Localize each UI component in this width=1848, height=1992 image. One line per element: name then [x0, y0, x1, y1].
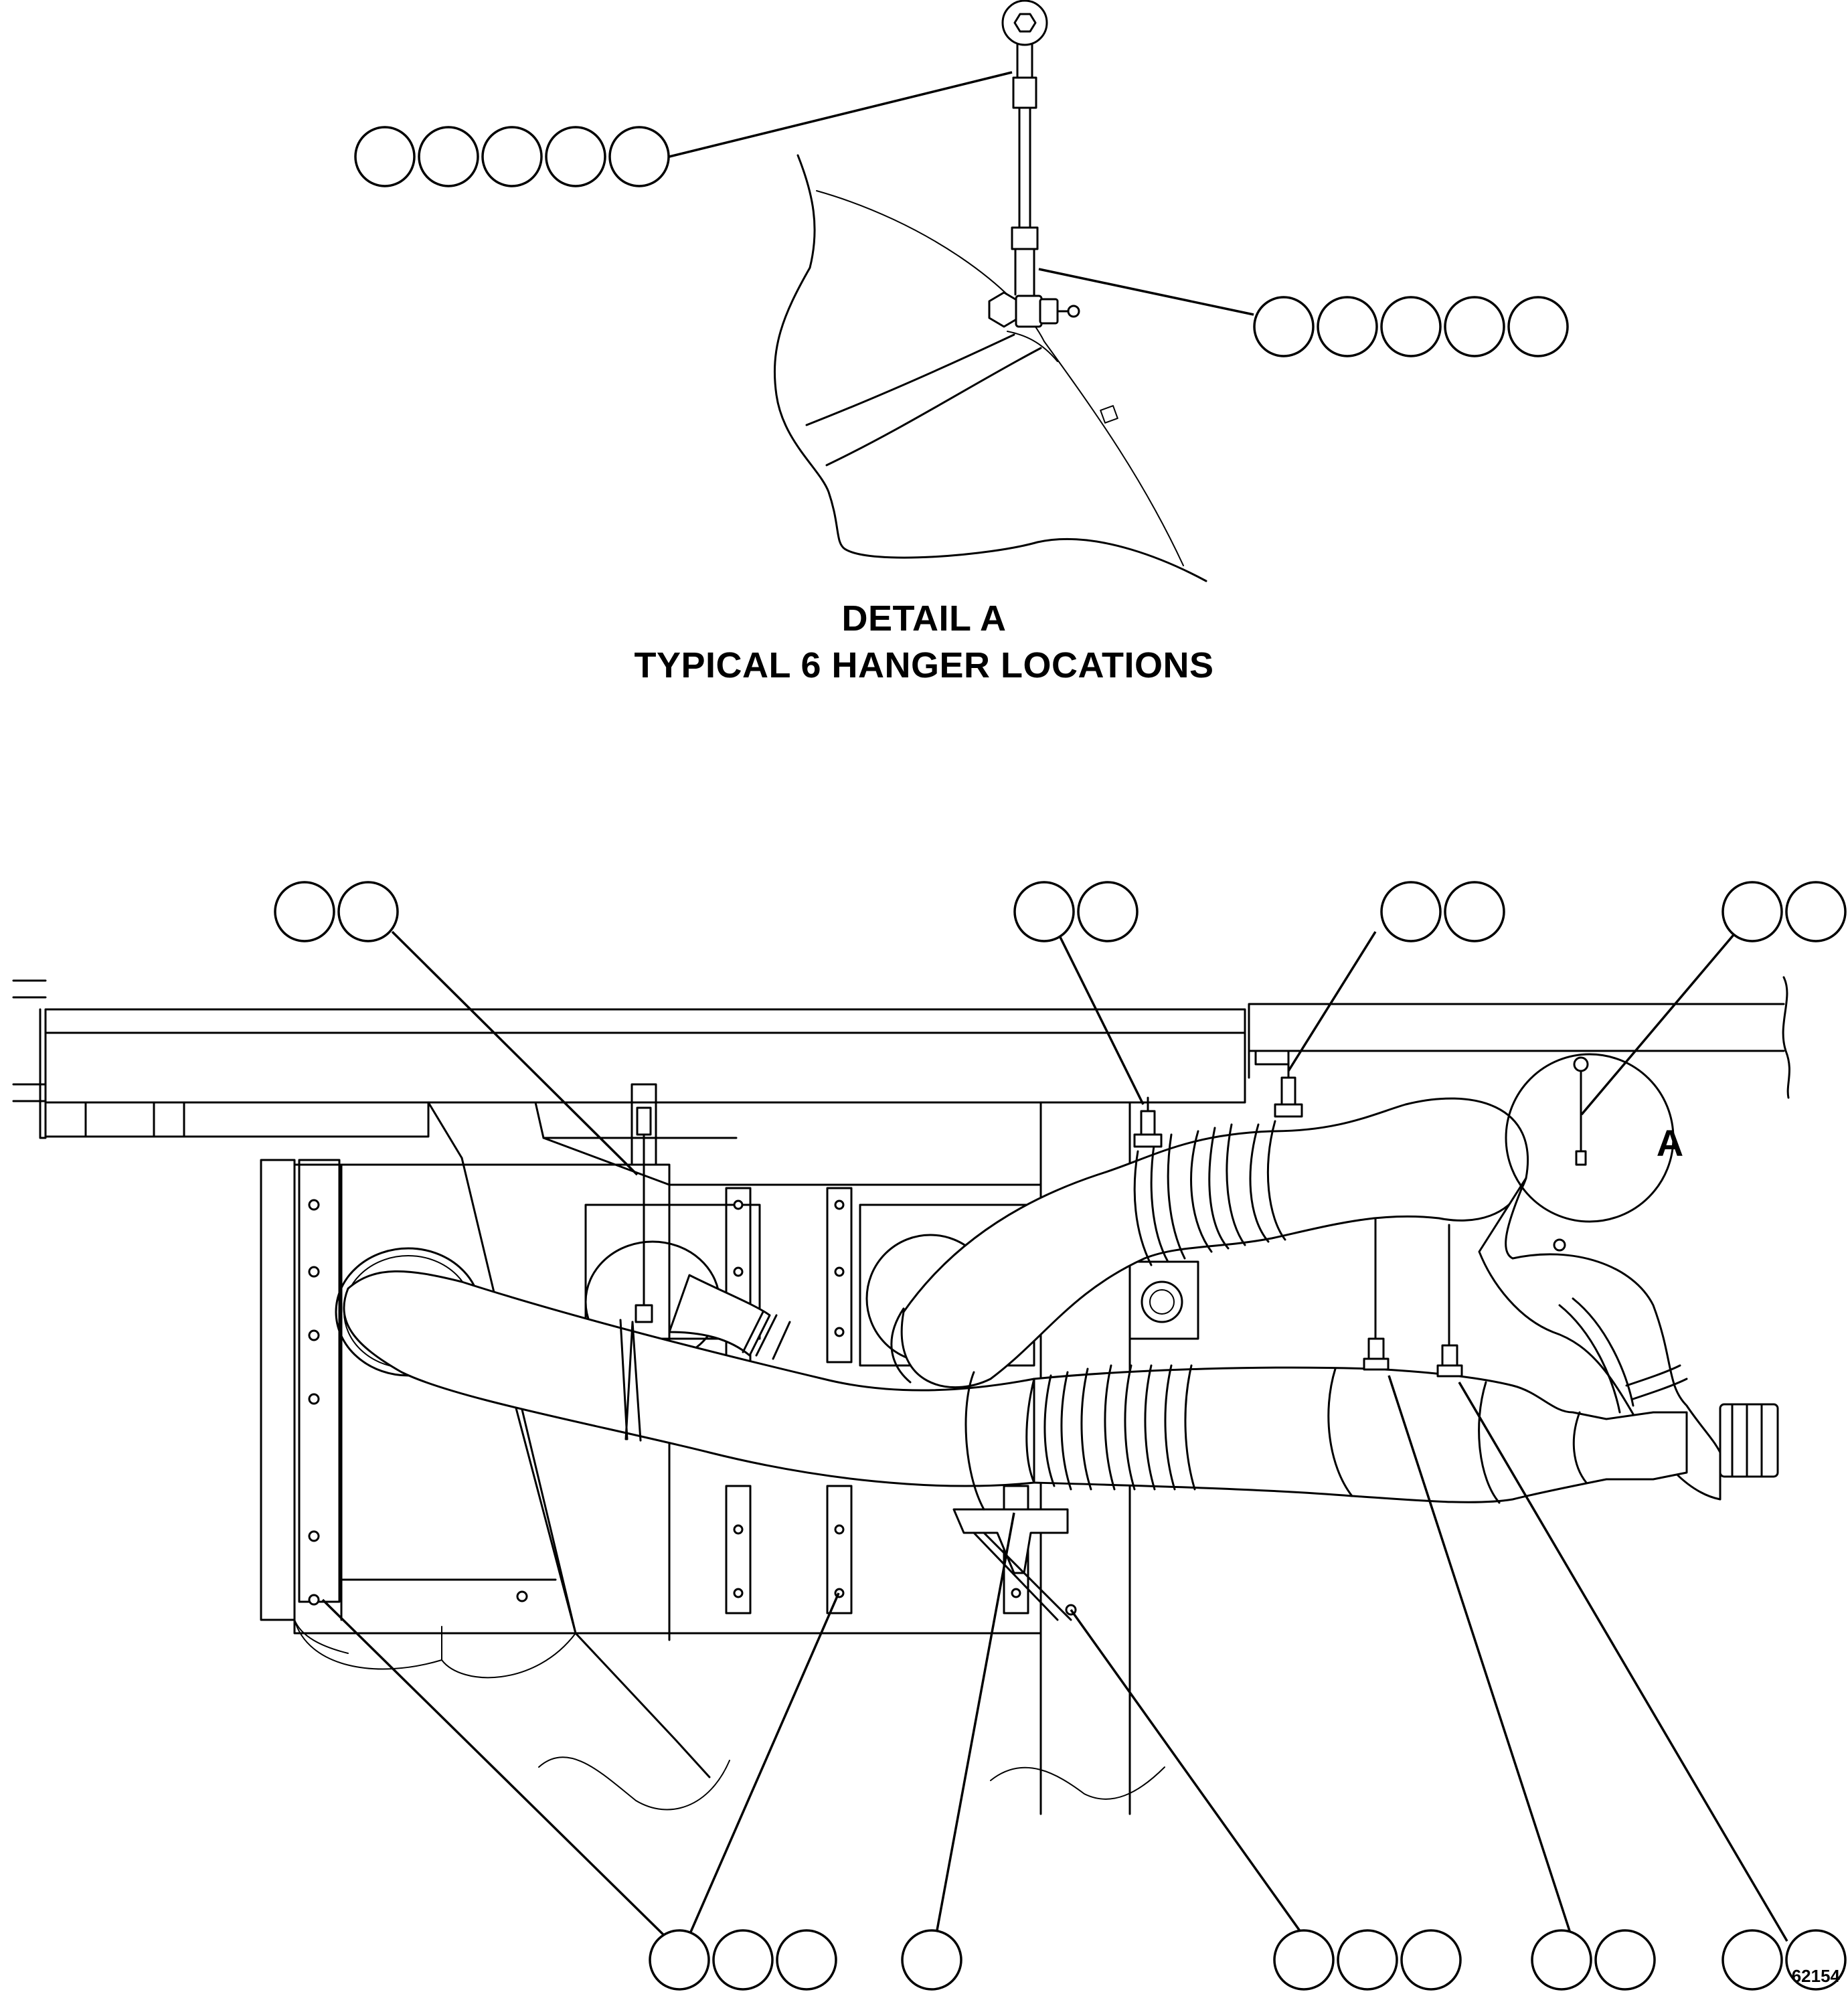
callout-bottom-4 [1532, 1930, 1655, 1989]
callout-detail-clamp [1254, 297, 1568, 356]
lower-bracket-loop [966, 1372, 984, 1509]
left-elbow-bands [743, 1312, 790, 1359]
break-line-left [539, 1757, 730, 1809]
main-leader-lines [323, 932, 1787, 1941]
detail-clamp-bolt-tip [1068, 306, 1079, 317]
frame-rail-tab [1256, 1051, 1288, 1064]
catalyst-band-2 [1573, 1299, 1633, 1406]
detail-rod-neck [1017, 42, 1032, 78]
callout-top-2 [1015, 882, 1137, 941]
catalyst-band-4 [1633, 1379, 1687, 1399]
callout-top-3 [1381, 882, 1504, 941]
catalyst-band-3 [1626, 1365, 1680, 1386]
callout-bubbles [275, 127, 1845, 1989]
detail-clamp-leader [1039, 269, 1254, 315]
detail-rod-upper-nut [1013, 78, 1036, 108]
detail-a-reference-circle [1506, 1054, 1673, 1222]
lower-pipe-joint-1 [1329, 1369, 1352, 1496]
detail-rod-eye-nut [1015, 14, 1035, 31]
detail-pipe-contour [817, 191, 1183, 566]
figure-number: 62154 [1791, 1966, 1840, 1986]
s-tube-coupler-bands [1135, 1121, 1285, 1265]
callout-bottom-5 [1723, 1930, 1845, 1989]
exhaust-tube-lower [1034, 1367, 1687, 1502]
hanger-6 [1574, 1058, 1588, 1165]
lower-pipe-joint-3 [1574, 1412, 1586, 1483]
frame-rail-right [1249, 1004, 1784, 1078]
cooler-lobe-divider [295, 1620, 442, 1660]
s-tube-cuff [892, 1309, 910, 1382]
cooler-flange [295, 1165, 341, 1620]
catalyst-band-1 [1560, 1305, 1620, 1412]
detail-rod-lower-nut [1012, 228, 1037, 249]
left-cooler-box [261, 1160, 669, 1633]
detail-subtitle: TYPICAL 6 HANGER LOCATIONS [634, 645, 1214, 685]
callout-top-4 [1723, 882, 1845, 941]
detail-a-marker: A [1657, 1122, 1683, 1164]
break-line-center [991, 1767, 1165, 1799]
lower-support-bracket [954, 1509, 1068, 1573]
callout-bottom-1 [650, 1930, 836, 1989]
manifold-port-2 [586, 1205, 760, 1339]
detail-rod-leader [669, 72, 1012, 157]
lower-bracket-strap [974, 1533, 1071, 1620]
hanger-4 [1364, 1218, 1388, 1370]
frame-rail-marks [86, 1102, 184, 1137]
frame-rail-end [13, 981, 46, 1138]
hanger-1 [626, 1108, 652, 1439]
diagonal-brace-inner [515, 1406, 576, 1633]
hanger-2 [1135, 1098, 1161, 1147]
callout-bottom-3 [1274, 1930, 1460, 1989]
detail-pipe-body [774, 155, 1206, 581]
detail-a-view [669, 1, 1254, 581]
crossmember-top [428, 1102, 736, 1158]
callout-top-1 [275, 882, 398, 941]
hanger-5 [1438, 1225, 1462, 1376]
outlet-coupler [1720, 1404, 1778, 1477]
cooler-lower-lobes [295, 1620, 576, 1677]
callout-bottom-2 [902, 1930, 961, 1989]
exhaust-tube-s [902, 1098, 1527, 1387]
port-boss-hole-inner [1150, 1290, 1174, 1314]
detail-title: DETAIL A [841, 598, 1007, 639]
detail-clamp-band [807, 335, 1014, 425]
detail-clamp-band-edge [827, 348, 1041, 465]
outlet-coupler-ribs [1732, 1404, 1762, 1477]
lower-pipe-coupler-bands [1027, 1365, 1195, 1489]
detail-tab [1100, 406, 1118, 423]
hanger-3 [1275, 1064, 1302, 1116]
lower-pipe-joint-2 [1479, 1382, 1499, 1503]
detail-clamp-bracket [1016, 296, 1041, 327]
detail-clamp-washer [1040, 299, 1058, 323]
detail-clamp-tail [1007, 331, 1058, 361]
frame-rail-lower-web [46, 1102, 428, 1137]
detail-clamp-nut [989, 293, 1019, 327]
left-elbow [669, 1275, 770, 1355]
port-boss [1131, 1262, 1198, 1339]
lower-crossbar [669, 1633, 1041, 1640]
callout-detail-rod [355, 127, 669, 186]
frame-rail-break [1783, 977, 1789, 1098]
frame-rail-left [46, 1009, 1245, 1102]
port-boss-hole [1142, 1282, 1182, 1322]
bolt-holes [309, 1200, 1565, 1614]
main-exhaust-view: A [13, 932, 1789, 1941]
